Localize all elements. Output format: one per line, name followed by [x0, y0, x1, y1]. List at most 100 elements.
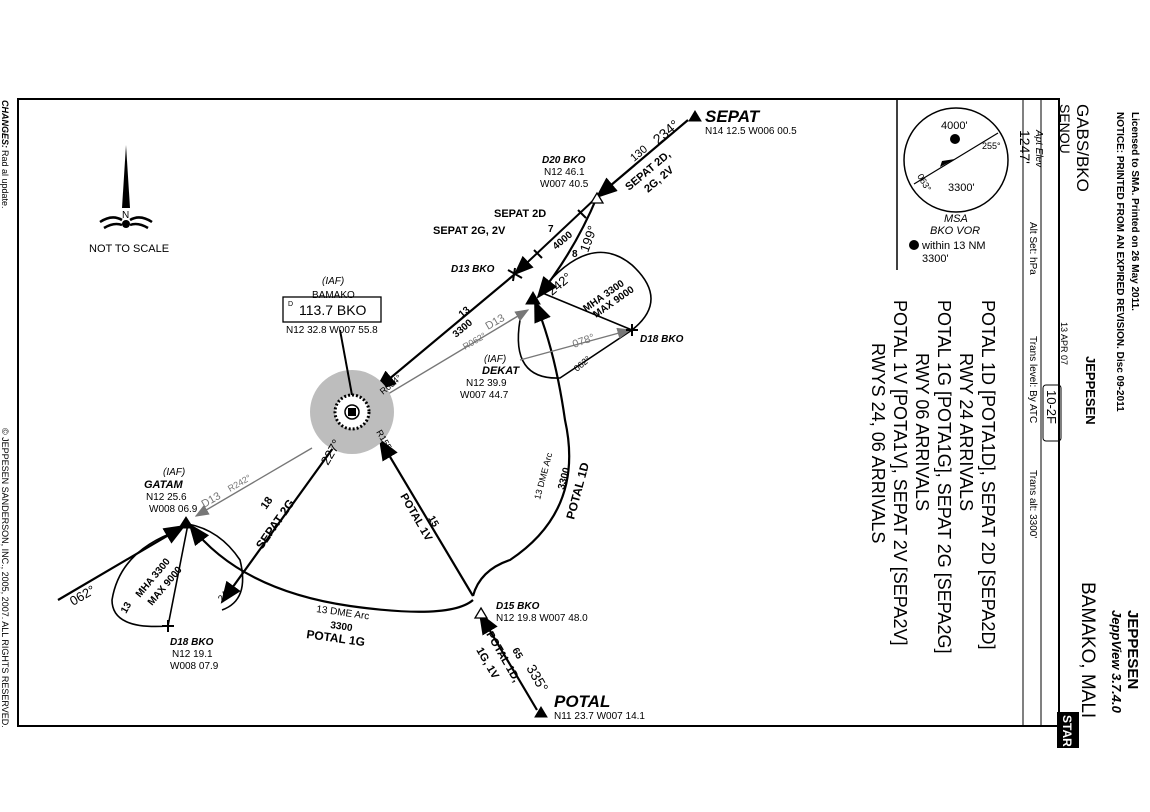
north-arrow: N NOT TO SCALE — [89, 145, 169, 255]
license-line: Licensed to SMA. Printed on 26 May 2011. — [1129, 112, 1140, 311]
chart-date: 13 APR 07 — [1059, 322, 1069, 365]
sepat-inbound-track — [595, 119, 689, 199]
title-line-1: POTAL 1D [POTA1D], SEPAT 2D [SEPA2D] — [978, 300, 998, 649]
d18-west-lon: W008 07.9 — [170, 661, 219, 672]
msa-lower-alt: 3300' — [948, 182, 975, 194]
d18-west-lat: N12 19.1 — [172, 649, 213, 660]
bamako-name: BAMAKO — [312, 290, 355, 301]
dekat-hold-inbound: 242° — [544, 270, 574, 299]
msa-arrow-icon — [940, 159, 955, 167]
potal-name: POTAL — [554, 692, 610, 711]
msa-note-bullet-icon — [909, 240, 919, 250]
dekat-hold — [539, 251, 652, 331]
gatam-hold-dist: 13 — [119, 600, 134, 616]
apt-elev-value: 1247' — [1017, 130, 1033, 164]
bamako-coords: N12 32.8 W007 55.8 — [286, 325, 378, 336]
gatam-fix-icon — [178, 516, 194, 529]
sepat-course: 234° — [650, 116, 682, 147]
sepat-dist: 130 — [628, 143, 650, 164]
not-to-scale: NOT TO SCALE — [89, 243, 169, 255]
sepat-2d-tick — [577, 209, 587, 219]
d15-coords: N12 19.8 W007 48.0 — [496, 613, 588, 624]
gatam-name: GATAM — [144, 479, 184, 491]
title-line-4: RWY 06 ARRIVALS — [912, 353, 932, 511]
msa-note-marker-icon — [950, 134, 960, 144]
d20-lon: W007 40.5 — [540, 179, 589, 190]
d20-name: D20 BKO — [542, 155, 586, 166]
wings-icon — [99, 216, 153, 230]
icao-ident: GABS/BKO — [1073, 104, 1092, 192]
sepat-2d-label: SEPAT 2D — [494, 208, 546, 220]
bamako-freq: 113.7 BKO — [299, 302, 367, 318]
d18-east-fix-icon — [626, 324, 638, 336]
d13-name: D13 BKO — [451, 264, 495, 275]
msa-title: MSA — [944, 213, 968, 225]
arrival-title-block: POTAL 1D [POTA1D], SEPAT 2D [SEPA2D] RWY… — [868, 300, 998, 653]
d18-west-fix-icon — [162, 620, 174, 632]
msa-bearing-1: 255° — [982, 141, 1001, 151]
potal-1v-track — [378, 438, 474, 597]
potal-1d-arc — [471, 299, 571, 597]
d15-name: D15 BKO — [496, 601, 540, 612]
plan-labels: SEPAT N14 12.5 W006 00.5 234° 130 SEPAT … — [67, 107, 797, 722]
changes-text: Rad al update. — [0, 150, 10, 209]
header-strip: Licensed to SMA. Printed on 26 May 2011.… — [1057, 112, 1141, 748]
msa-note-2: 3300' — [922, 253, 949, 265]
seg-7: 7 — [548, 224, 554, 235]
potal-inbound-track — [478, 612, 538, 711]
north-letter: N — [122, 210, 129, 221]
radial-199: 199° — [577, 224, 600, 254]
dekat-lat: N12 39.9 — [466, 378, 507, 389]
trans-alt: Trans alt: 3300' — [1027, 470, 1038, 538]
potal-dist: 65 — [509, 646, 524, 662]
r062-radial — [377, 309, 530, 401]
gatam-iaf: (IAF) — [163, 467, 185, 478]
apt-elev-label: Apt Elev — [1033, 129, 1044, 168]
sepat-2g-2v-label: SEPAT 2G, 2V — [433, 225, 506, 237]
dekat-hold-outbound-2: 062° — [572, 354, 593, 374]
dekat-iaf: (IAF) — [484, 354, 506, 365]
jeppview-version: JeppView 3.7.4.0 — [1109, 610, 1124, 714]
d20-fix-icon — [589, 191, 605, 204]
msa-note-1: within 13 NM — [921, 240, 986, 252]
gatam-hold-inbound: 062° — [67, 582, 98, 608]
potal-1v-dist: 15 — [425, 514, 440, 530]
sepat-2d-track — [513, 196, 598, 276]
arc-1d-1: 13 DME Arc — [532, 451, 554, 500]
d18-west-name: D18 BKO — [170, 637, 214, 648]
potal-coords: N11 23.7 W007 14.1 — [554, 711, 645, 722]
star-badge-box — [1057, 712, 1079, 748]
chart-frame — [17, 98, 1060, 727]
gatam-inbound-track — [57, 524, 186, 601]
dekat-lon: W007 44.7 — [460, 390, 509, 401]
changes-label: CHANGES: — [0, 100, 10, 148]
seg-8: 8 — [572, 249, 578, 260]
title-line-5: POTAL 1V [POTA1V], SEPAT 2V [SEPA2V] — [890, 300, 910, 645]
potal-course: 335° — [523, 662, 551, 695]
sepat-name: SEPAT — [705, 107, 761, 126]
sepat-2g-tick — [533, 249, 543, 259]
arc-1g-2: 3300 — [330, 620, 354, 634]
notice-line: NOTICE: PRINTED FROM AN EXPIRED REVISION… — [1114, 112, 1125, 412]
title-line-2: RWY 24 ARRIVALS — [956, 353, 976, 511]
north-arrow-icon — [122, 145, 130, 208]
fix-symbols — [162, 110, 702, 718]
dekat-hold-outbound-1: 078° — [571, 332, 596, 351]
sepat-2g-dist: 18 — [259, 495, 276, 512]
dekat-fix-icon — [525, 291, 541, 305]
routes — [57, 119, 689, 711]
chart-number-box — [1042, 384, 1062, 442]
arc-1d-2: 3300 — [556, 466, 572, 491]
sepat-fix-icon — [688, 110, 702, 122]
d18-east-name: D18 BKO — [640, 334, 684, 345]
d15-fix-icon — [473, 606, 489, 619]
potal-1g-arc — [188, 523, 474, 613]
d20-lat: N12 46.1 — [544, 167, 585, 178]
airport-id-block: GABS/BKO SENOU Apt Elev 1247' 13 APR 07 … — [1017, 104, 1098, 538]
bko-vor — [282, 296, 394, 454]
msa-subtitle: BKO VOR — [930, 225, 980, 237]
radials — [194, 309, 632, 517]
r078-radial — [519, 327, 632, 361]
msa-box: 4000' 3300' 255° 063° MSA BKO VOR within… — [903, 107, 1009, 265]
